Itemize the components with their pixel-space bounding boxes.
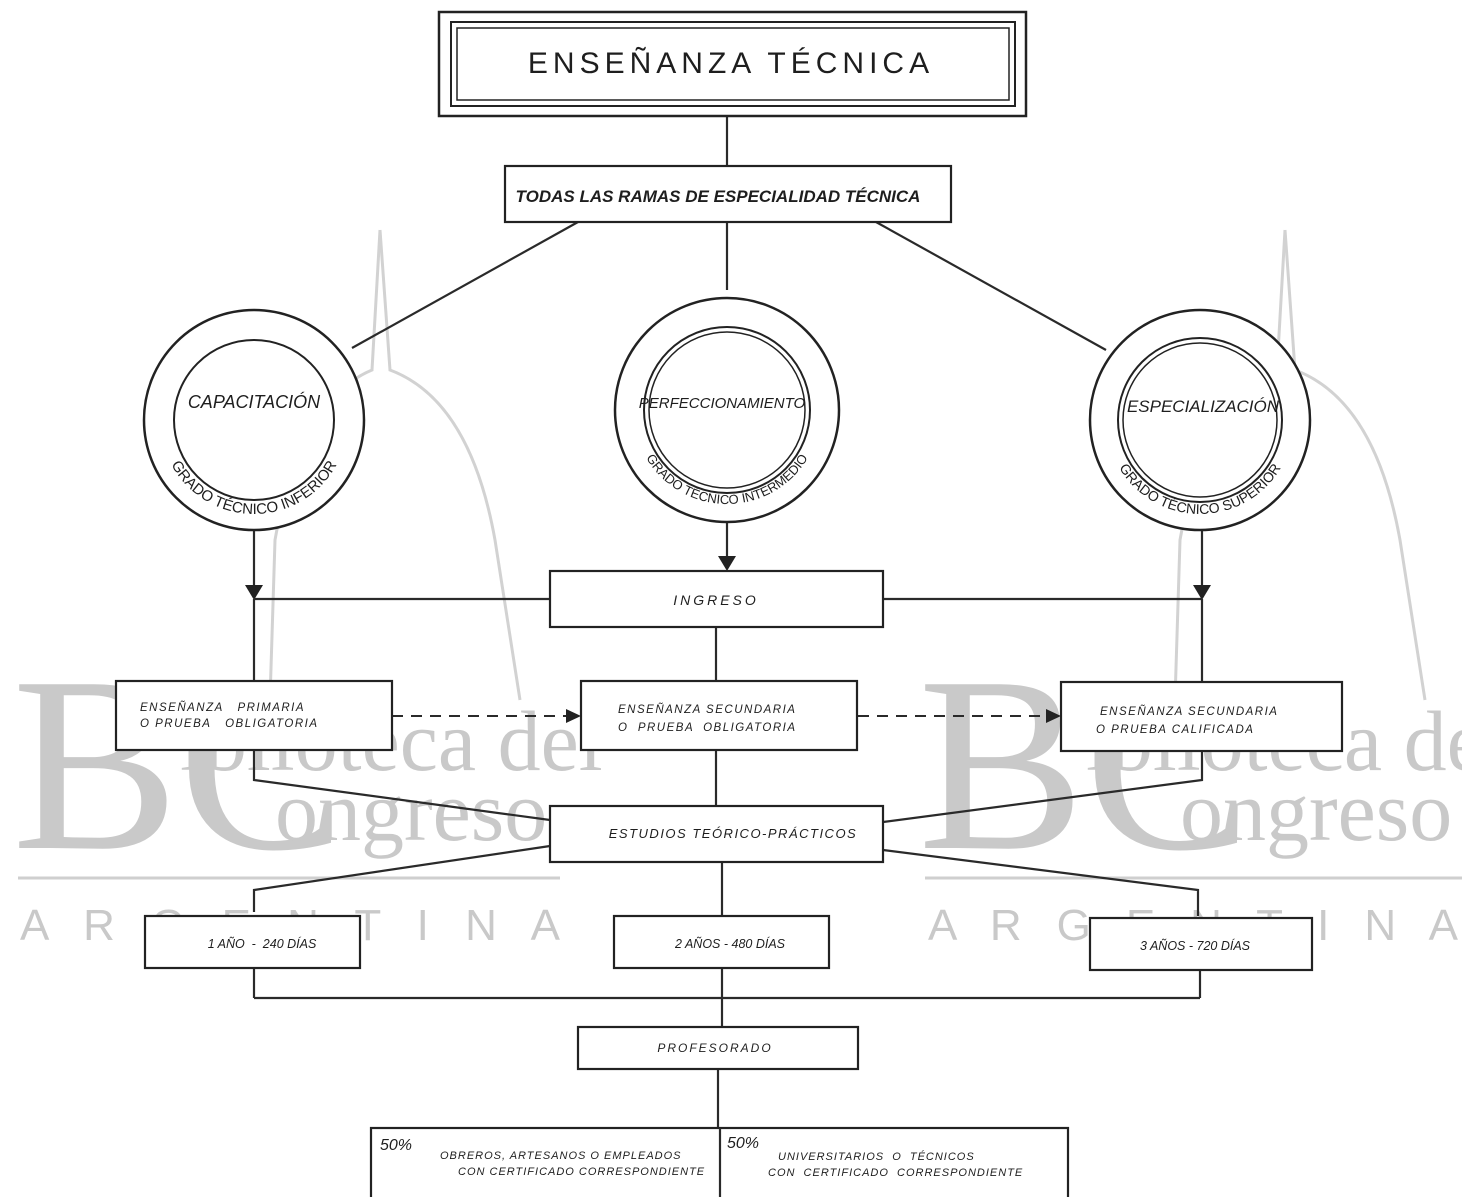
quota-right-line1: UNIVERSITARIOS O TÉCNICOS: [778, 1150, 975, 1163]
quota-left-line1: OBREROS, ARTESANOS O EMPLEADOS: [440, 1150, 682, 1162]
studies-box: ESTUDIOS TEÓRICO-PRÁCTICOS: [548, 804, 885, 864]
connector-branches-right: [875, 221, 1107, 351]
watermark-line2: ongreso: [275, 763, 547, 859]
duration-label: 3 AÑOS - 720 DÍAS: [1140, 938, 1251, 953]
ingreso-box: INGRESO: [548, 569, 885, 629]
level-name: CAPACITACIÓN: [188, 391, 321, 412]
connectors: [245, 116, 1211, 1128]
level-name: PERFECCIONAMIENTO: [639, 395, 806, 412]
connector-req-right-studies: [882, 751, 1204, 824]
watermark-line2: ongreso: [1180, 763, 1452, 859]
arrowhead-icon: [245, 585, 263, 600]
requirement-line2: O PRUEBA CALIFICADA: [1096, 724, 1254, 736]
circle-inner2: [648, 331, 806, 489]
profesorado-box: PROFESORADO: [576, 1025, 860, 1071]
duration-frame: [612, 914, 831, 970]
requirement-frame: [579, 679, 859, 752]
connector-branches-left: [351, 221, 579, 349]
studies-label: ESTUDIOS TEÓRICO-PRÁCTICOS: [609, 826, 857, 841]
duration-label: 1 AÑO - 240 DÍAS: [208, 936, 317, 951]
duration-box-2: 2 AÑOS - 480 DÍAS: [612, 914, 831, 970]
arrowhead-icon: [718, 556, 736, 571]
branches-box: TODAS LAS RAMAS DE ESPECIALIDAD TÉCNICA: [503, 164, 953, 224]
profesorado-frame: [576, 1025, 860, 1071]
requirement-line1: ENSEÑANZA SECUNDARIA: [618, 703, 796, 716]
quota-pct-left: 50%: [380, 1137, 412, 1154]
requirement-line1: ENSEÑANZA PRIMARIA: [140, 701, 305, 714]
quota-box: 50% OBREROS, ARTESANOS O EMPLEADOS CON C…: [369, 1126, 1070, 1197]
requirement-frame: [114, 679, 394, 752]
level-name: ESPECIALIZACIÓN: [1127, 397, 1280, 416]
duration-label: 2 AÑOS - 480 DÍAS: [674, 936, 786, 951]
arrowhead-icon: [1046, 709, 1061, 723]
quota-right-line2: CON CERTIFICADO CORRESPONDIENTE: [768, 1167, 1023, 1179]
arrowhead-icon: [1193, 585, 1211, 600]
duration-frame: [143, 914, 362, 970]
watermark-logo-letters: BC: [918, 626, 1252, 903]
branches-frame: [503, 164, 953, 224]
page-title: ENSEÑANZA TÉCNICA: [528, 46, 934, 80]
connector-req-left-studies: [252, 750, 551, 822]
dome-outline-right-icon: [1283, 229, 1427, 701]
requirement-line1: ENSEÑANZA SECUNDARIA: [1100, 705, 1278, 718]
circle-inner2: [1122, 342, 1278, 498]
quota-left-line2: CON CERTIFICADO CORRESPONDIENTE: [458, 1166, 705, 1178]
profesorado-label: PROFESORADO: [657, 1041, 772, 1055]
title-frame-inner2: [456, 27, 1010, 101]
connector-studies-dur-right: [882, 848, 1200, 916]
requirement-box-secundaria-calificada: ENSEÑANZA SECUNDARIA O PRUEBA CALIFICADA: [1059, 680, 1344, 753]
branches-label: TODAS LAS RAMAS DE ESPECIALIDAD TÉCNICA: [516, 187, 921, 206]
title-box: ENSEÑANZA TÉCNICA: [437, 10, 1028, 118]
level-circle-perfeccionamiento: PERFECCIONAMIENTO GRADO TÉCNICO INTERMED…: [613, 296, 841, 524]
duration-box-1: 1 AÑO - 240 DÍAS: [143, 914, 362, 970]
quota-pct-right: 50%: [727, 1135, 759, 1152]
dome-outline-right-icon: [378, 229, 522, 701]
arrowhead-icon: [566, 709, 581, 723]
requirement-line2: O PRUEBA OBLIGATORIA: [140, 718, 319, 730]
circle-inner: [173, 339, 335, 501]
requirement-line2: O PRUEBA OBLIGATORIA: [618, 722, 797, 734]
requirement-frame: [1059, 680, 1344, 753]
requirement-box-secundaria-obligatoria: ENSEÑANZA SECUNDARIA O PRUEBA OBLIGATORI…: [579, 679, 859, 752]
ingreso-label: INGRESO: [673, 592, 759, 608]
level-circle-capacitacion: CAPACITACIÓN GRADO TÉCNICO INFERIOR: [142, 308, 366, 532]
duration-box-3: 3 AÑOS - 720 DÍAS: [1088, 916, 1314, 972]
connector-studies-dur-left: [252, 844, 551, 912]
studies-frame: [548, 804, 885, 864]
requirement-box-primaria: ENSEÑANZA PRIMARIA O PRUEBA OBLIGATORIA: [114, 679, 394, 752]
level-circle-especializacion: ESPECIALIZACIÓN GRADO TÉCNICO SUPERIOR: [1088, 308, 1312, 532]
watermark-logo-letters: BC: [12, 626, 346, 903]
ingreso-frame: [548, 569, 885, 629]
duration-frame: [1088, 916, 1314, 972]
